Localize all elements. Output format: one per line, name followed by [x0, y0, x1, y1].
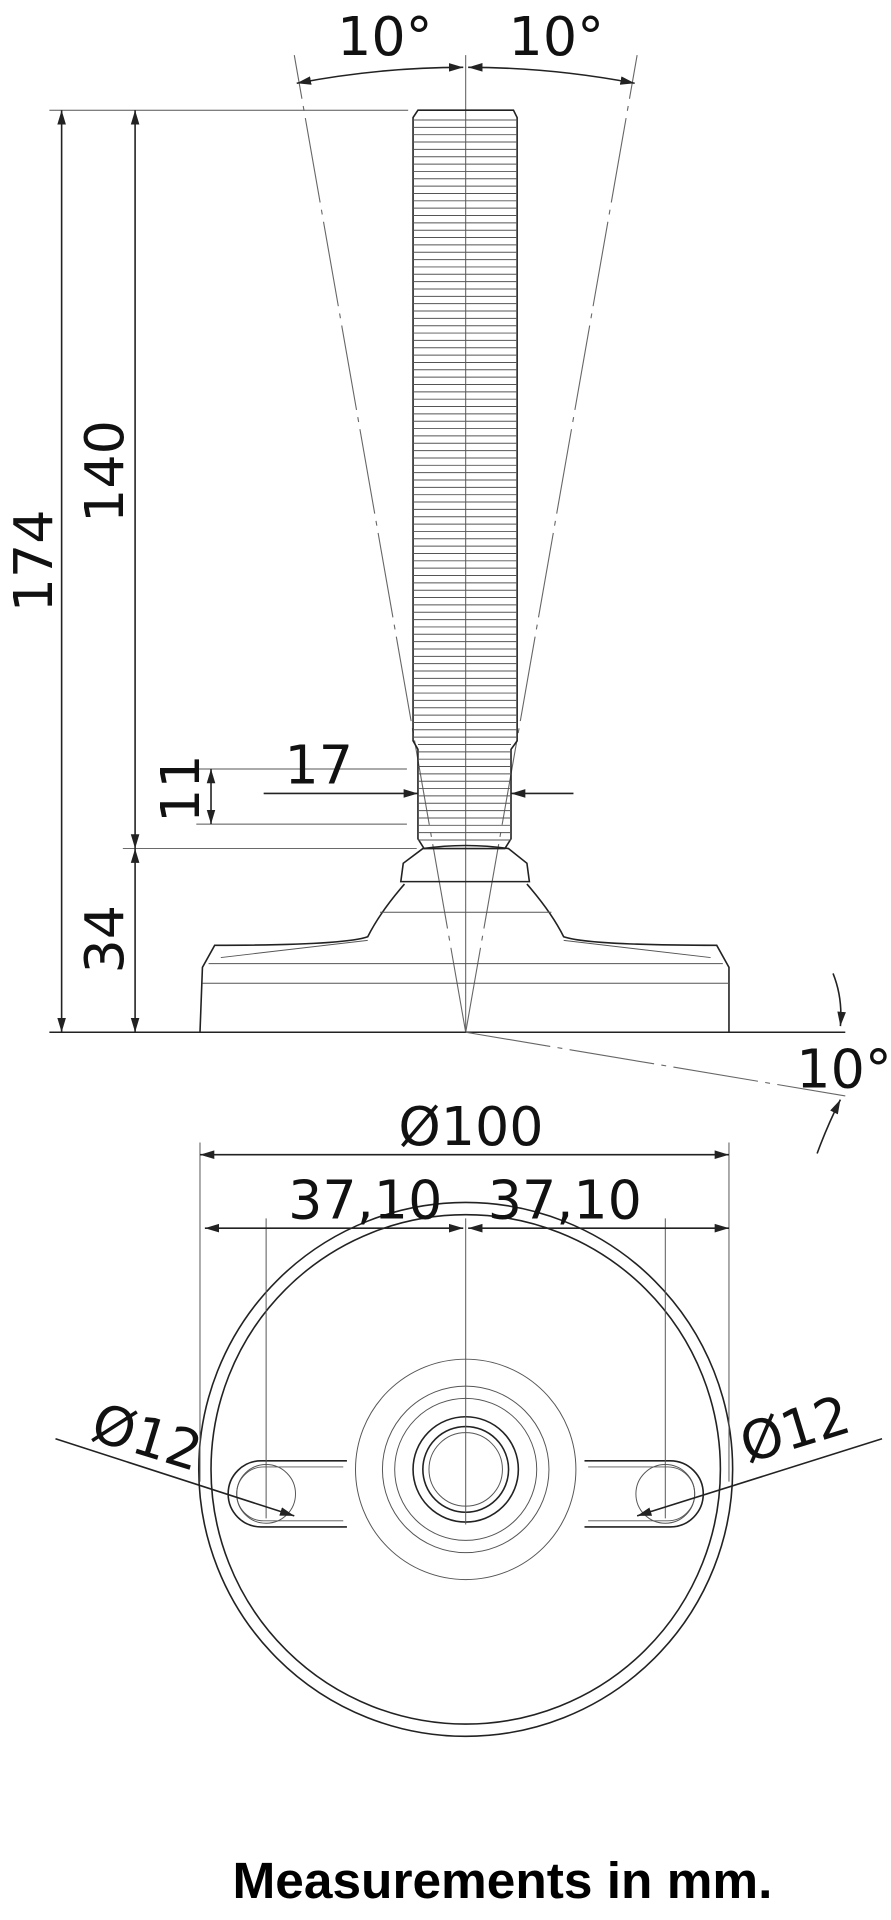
mounting-slot-right: [584, 1460, 705, 1528]
base-diameter-label: Ø100: [398, 1095, 543, 1158]
overall-height-label: 174: [2, 509, 65, 612]
nut-height-label: 11: [149, 754, 212, 823]
hole-offset-right-label: 37,10: [488, 1168, 642, 1231]
base-height-label: 34: [73, 905, 136, 974]
mounting-slot-left: [227, 1460, 347, 1528]
hole-diameter-left-label: Ø12: [85, 1391, 210, 1484]
tilt-line-right: [465, 55, 638, 1033]
hole-diameter-right-label: Ø12: [733, 1383, 858, 1476]
thread-length-label: 140: [73, 420, 136, 523]
thread-diameter-label: 17: [284, 734, 353, 797]
bottom-view: Ø100 37,10 37,10 Ø12 Ø12: [55, 1095, 883, 1738]
base-body: [199, 883, 730, 1033]
base-tilt-label: 10°: [796, 1037, 891, 1100]
tilt-left-label: 10°: [337, 5, 432, 68]
side-view: 10° 10° 174 140 34 11 17 10°: [2, 5, 891, 1154]
threaded-stud: [412, 109, 518, 850]
tilt-right-label: 10°: [509, 5, 604, 68]
hole-offset-left-label: 37,10: [288, 1168, 442, 1231]
tilt-line-left: [293, 55, 467, 1033]
collar: [399, 844, 531, 883]
caption: Measurements in mm.: [232, 1851, 772, 1909]
